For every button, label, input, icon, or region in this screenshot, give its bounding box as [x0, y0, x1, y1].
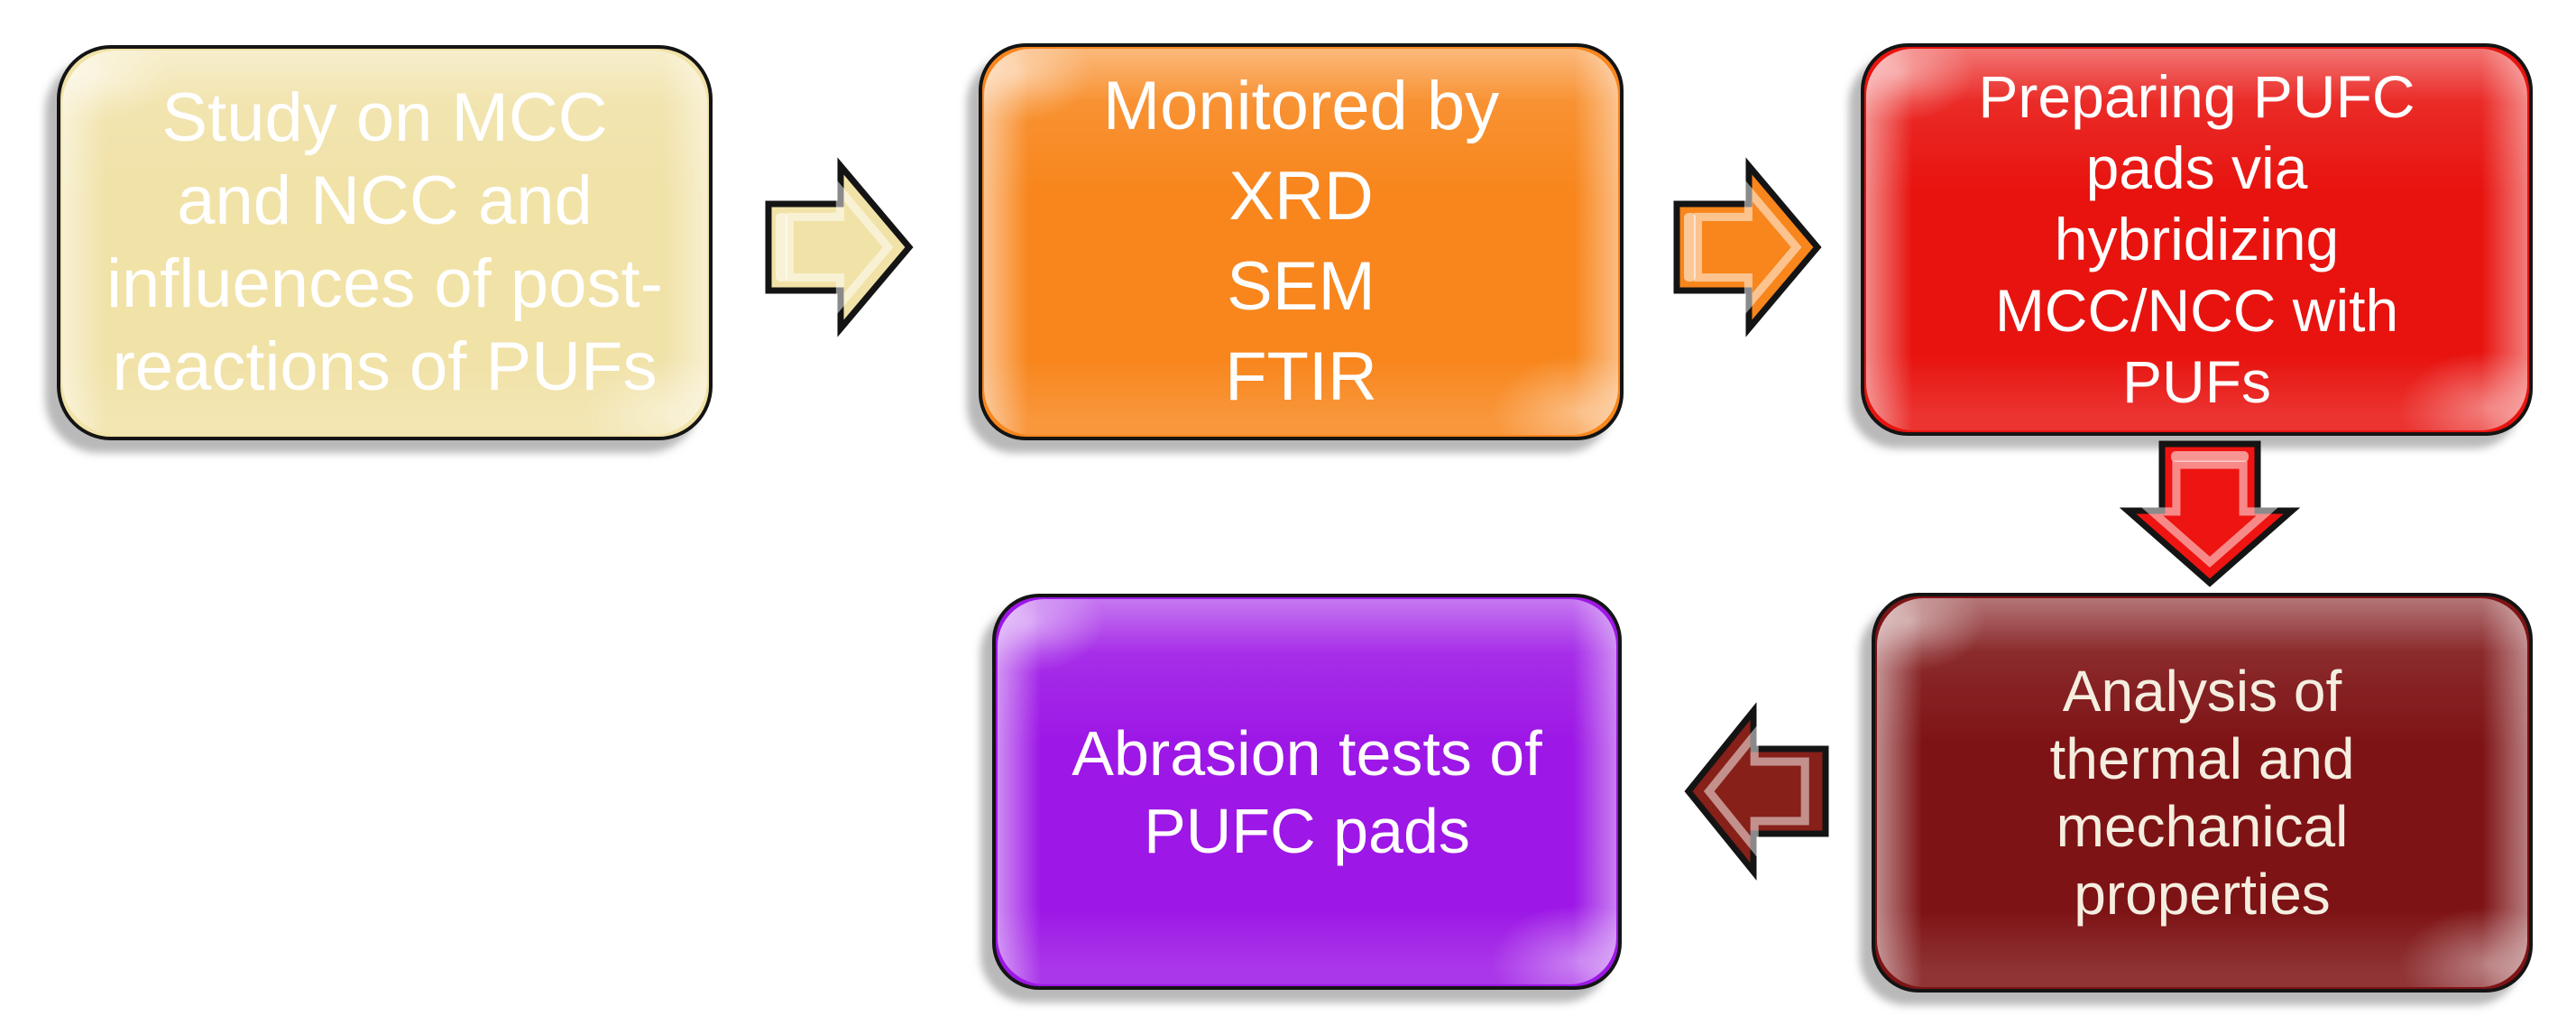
step-text-line: Preparing PUFC [1978, 63, 2415, 130]
step-text-line: XRD [1228, 158, 1374, 235]
step-text-line: properties [2074, 861, 2331, 927]
step-text-line: thermal and [2049, 725, 2355, 791]
step-text-line: FTIR [1225, 338, 1377, 415]
step-text-line: and NCC and [177, 162, 593, 239]
step-text-line: Study on MCC [161, 79, 608, 156]
flow-step-monitored-box: Monitored by XRD SEM FTIR [979, 43, 1624, 440]
step-text-line: Monitored by [1102, 68, 1500, 144]
arrow-down-preparing-to-analysis-icon [2119, 440, 2301, 587]
step-text-line: PUFC pads [1144, 795, 1470, 866]
arrow-left-analysis-to-abrasion-icon [1684, 702, 1829, 881]
step-text-line: hybridizing [2054, 206, 2340, 272]
step-text-line: mechanical [2056, 793, 2349, 859]
step-text-line: Abrasion tests of [1072, 717, 1542, 789]
step-text-line: pads via [2085, 134, 2308, 201]
step-text-line: MCC/NCC with [1994, 277, 2399, 344]
flow-step-analysis-box: Analysis of thermal and mechanical prope… [1872, 593, 2533, 993]
flow-step-abrasion-box: Abrasion tests of PUFC pads [992, 594, 1622, 990]
step-text-line: reactions of PUFs [112, 328, 658, 405]
flow-step-study-box: Study on MCC and NCC and influences of p… [57, 45, 713, 440]
flow-step-preparing-box: Preparing PUFC pads via hybridizing MCC/… [1861, 43, 2533, 436]
step-text-line: influences of post- [106, 245, 663, 322]
step-text-line: SEM [1227, 248, 1375, 325]
arrow-right-study-to-monitored-icon [765, 157, 914, 337]
step-text-line: PUFs [2122, 348, 2271, 415]
arrow-right-monitored-to-preparing-icon [1673, 157, 1822, 337]
step-text-line: Analysis of [2062, 658, 2342, 724]
